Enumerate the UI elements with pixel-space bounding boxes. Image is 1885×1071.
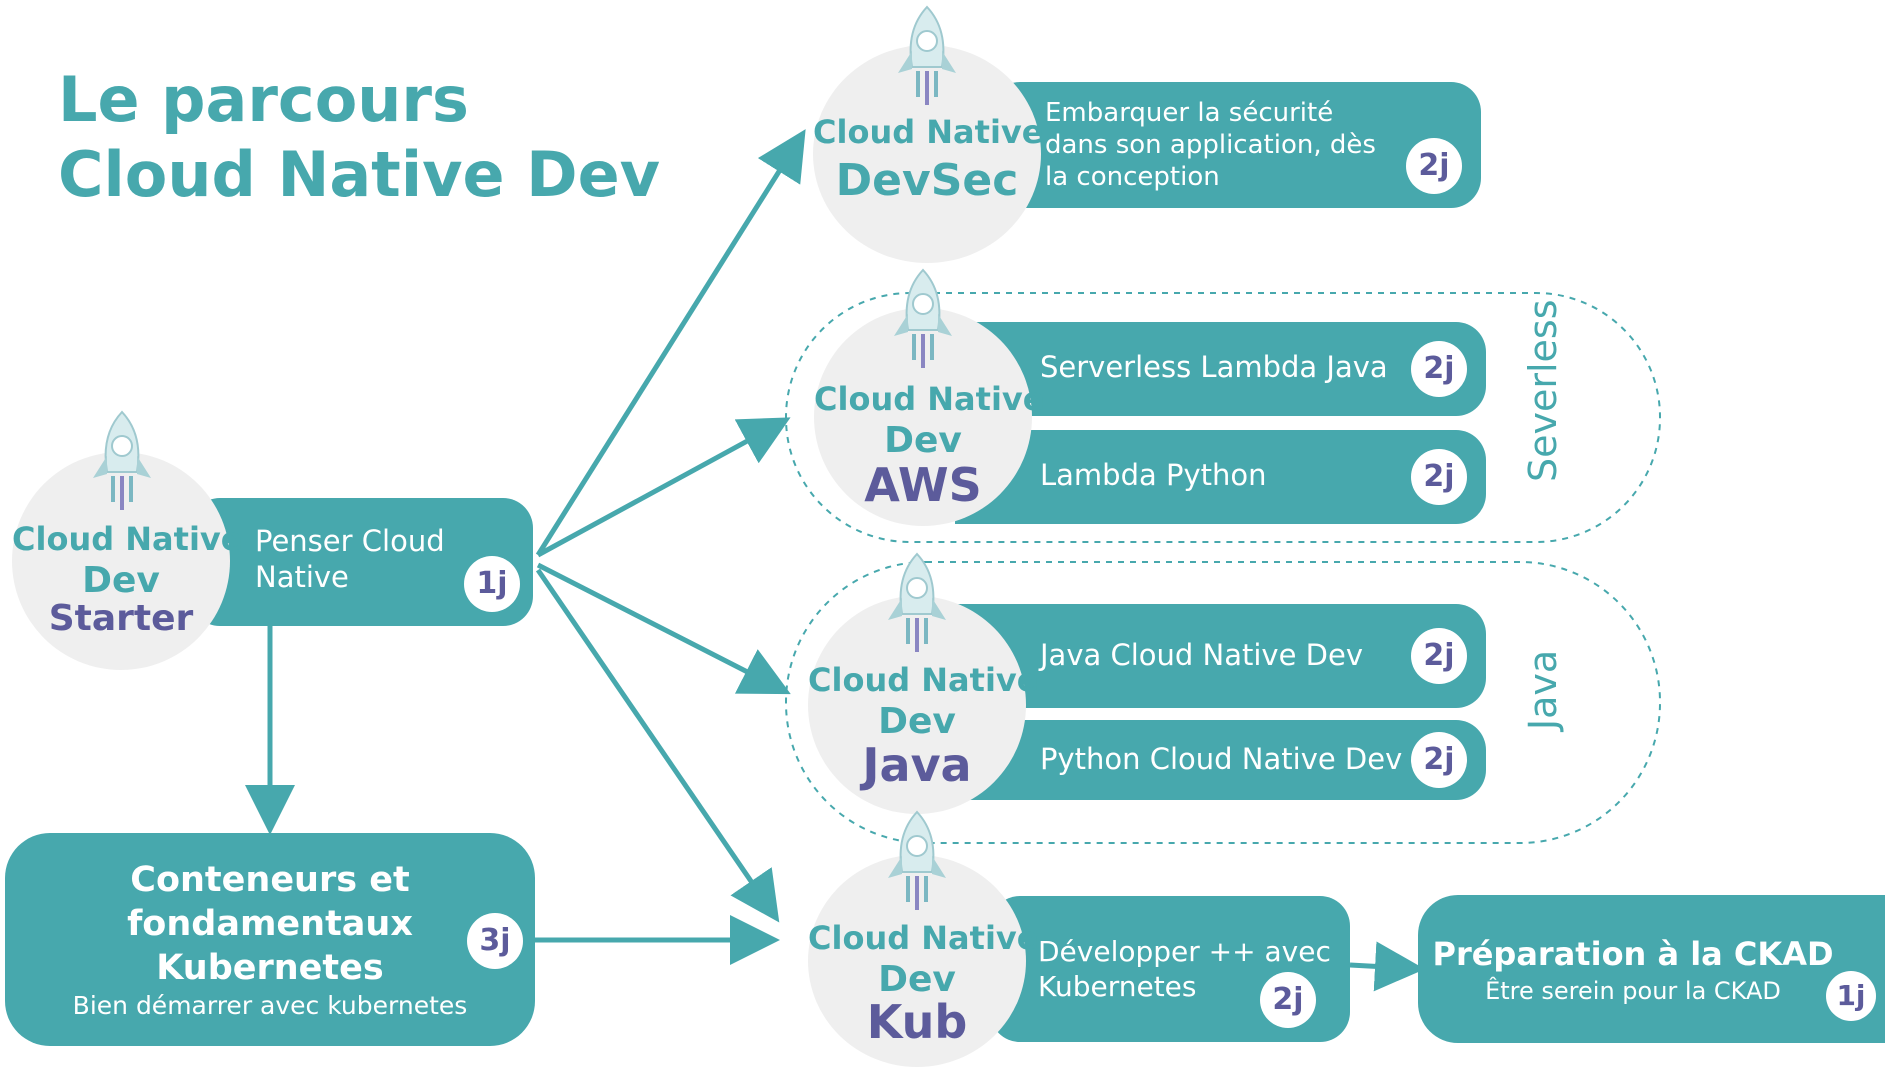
java-line-1: Cloud Native [808,661,1039,699]
devsec-line-3: DevSec [835,155,1019,206]
java-item-1-label: Java Cloud Native Dev [1040,638,1363,672]
ckad-title: Préparation à la CKAD [1432,935,1834,973]
containers-title: Conteneurs et fondamentaux Kubernetes [127,860,413,988]
aws-item-2-label: Lambda Python [1040,458,1267,492]
java-item-1-days-badge: 2j [1411,628,1467,684]
ckad-box: Préparation à la CKAD Être serein pour l… [1418,895,1885,1043]
ckad-subtitle: Être serein pour la CKAD [1485,977,1781,1005]
arrow-to-kub [535,568,780,923]
aws-item-1-bar: Serverless Lambda Java 2j [955,322,1486,416]
java-line-3: Java [862,738,972,792]
containers-days-badge: 3j [467,913,523,969]
ckad-days-badge: 1j [1826,971,1876,1021]
starter-bar-text: Penser Cloud Native [255,524,445,594]
kub-rocket-icon [888,810,946,910]
starter-days-badge: 1j [464,556,520,612]
page-title: Le parcours Cloud Native Dev [58,62,660,212]
aws-item-2-days-badge: 2j [1411,449,1467,505]
arrow-to-aws [536,417,791,558]
java-line-2: Dev [878,701,956,742]
java-group-outline [785,561,1661,844]
arrow-kub-to-ckad [1349,941,1425,992]
starter-circle: Cloud Native Dev Starter [12,452,243,670]
aws-rocket-icon [894,268,952,368]
devsec-bar: Embarquer la sécurité dans son applicati… [990,82,1481,208]
kub-line-1: Cloud Native [808,919,1039,957]
severless-group-label: Severless [1521,299,1565,482]
starter-rocket-icon [93,410,151,510]
kub-bar: Développer ++ avec Kubernetes 2j [990,896,1350,1042]
kub-bar-text: Développer ++ avec Kubernetes [1038,935,1331,1003]
aws-item-1-label: Serverless Lambda Java [1040,350,1388,384]
starter-line-2: Dev [82,560,160,601]
starter-line-1: Cloud Native [12,520,243,558]
devsec-bar-text: Embarquer la sécurité dans son applicati… [1045,98,1376,192]
arrow-to-java [536,562,791,695]
java-item-2-label: Python Cloud Native Dev [1040,742,1403,776]
kub-line-2: Dev [878,959,956,1000]
java-rocket-icon [888,552,946,652]
devsec-rocket-icon [898,5,956,105]
title-line-2: Cloud Native Dev [58,138,661,211]
title-line-1: Le parcours [58,63,469,136]
aws-item-1-days-badge: 2j [1411,341,1467,397]
aws-line-3: AWS [864,458,982,512]
kub-circle: Cloud Native Dev Kub [808,855,1039,1067]
java-item-2-days-badge: 2j [1411,732,1467,788]
starter-line-3: Starter [48,598,194,639]
kub-line-3: Kub [866,995,968,1049]
kub-days-badge: 2j [1260,972,1316,1028]
aws-line-1: Cloud Native [814,380,1045,418]
starter-bar: Penser Cloud Native 1j [190,498,533,626]
aws-line-2: Dev [884,420,962,461]
arrow-to-devsec [535,129,806,557]
aws-circle: Cloud Native Dev AWS [814,308,1045,526]
aws-item-2-bar: Lambda Python 2j [955,430,1486,524]
containers-box: Conteneurs et fondamentaux Kubernetes Bi… [5,833,535,1046]
devsec-days-badge: 2j [1406,138,1462,194]
java-item-1-bar: Java Cloud Native Dev 2j [955,604,1486,708]
java-group-label: Java [1521,649,1565,731]
containers-subtitle: Bien démarrer avec kubernetes [72,991,468,1020]
java-item-2-bar: Python Cloud Native Dev 2j [955,720,1486,800]
devsec-line-1: Cloud Native [813,113,1044,151]
